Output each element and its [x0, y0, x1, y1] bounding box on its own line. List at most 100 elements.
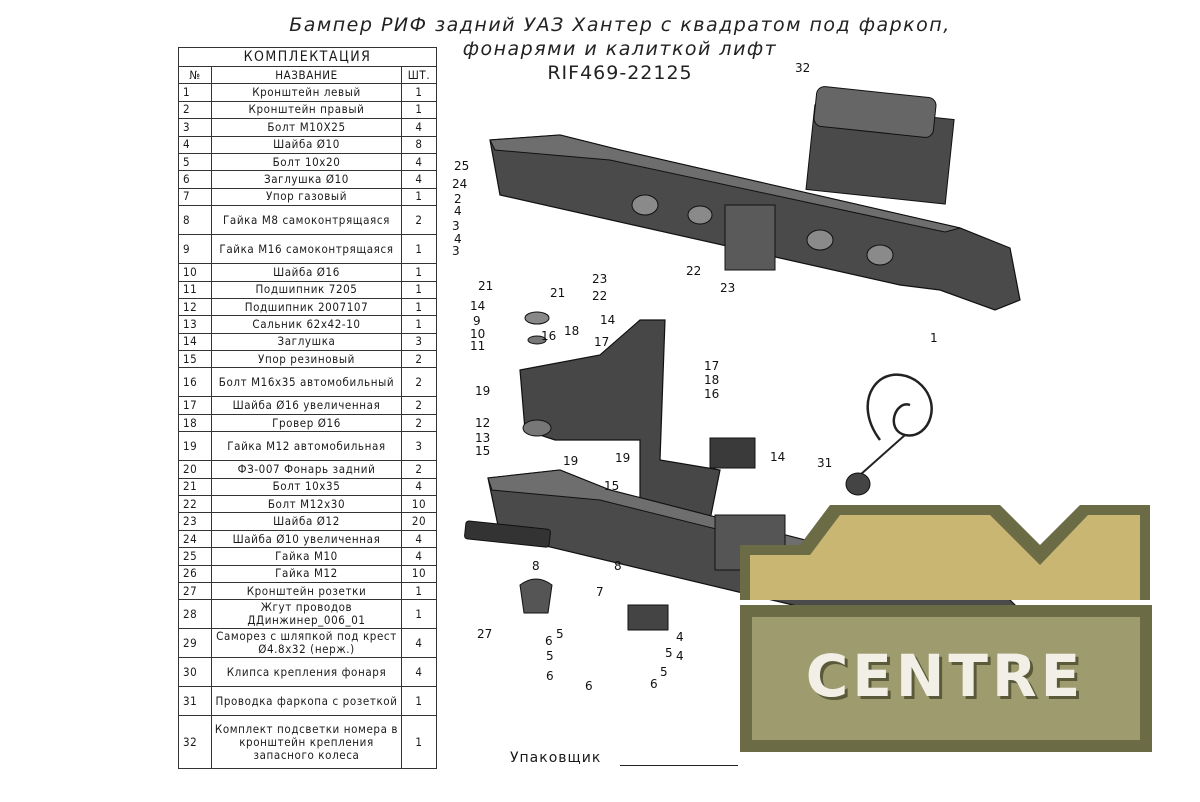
cell-qty: 1	[401, 187, 437, 207]
callout-label: 24	[452, 177, 467, 191]
callout-label: 31	[817, 456, 832, 470]
watermark-logo-text: CENTRE	[805, 642, 1085, 710]
callout-label: 22	[686, 264, 701, 278]
callout-label: 7	[596, 585, 604, 599]
cell-name: Гровер Ø16	[211, 413, 402, 433]
cell-qty: 2	[401, 350, 437, 369]
cell-num: 30	[178, 657, 212, 688]
packer-signature-line	[620, 765, 738, 766]
callout-label: 4	[676, 630, 684, 644]
callout-label: 10	[470, 327, 485, 341]
callout-label: 1	[930, 331, 938, 345]
drawing-subtitle: фонарями и калиткой лифт	[462, 38, 778, 60]
callout-label: 6	[546, 669, 554, 683]
cell-qty: 4	[401, 628, 437, 659]
cell-num: 15	[178, 350, 212, 369]
cell-num: 9	[178, 234, 212, 265]
callout-label: 14	[600, 313, 615, 327]
cell-qty: 1	[401, 686, 437, 717]
cell-num: 18	[178, 413, 212, 433]
callout-label: 32	[795, 61, 810, 75]
cell-num: 20	[178, 460, 212, 479]
cell-name: Кронштейн розетки	[211, 581, 402, 601]
callout-label: 18	[564, 324, 579, 338]
callout-label: 19	[615, 451, 630, 465]
spare-wheel-carrier	[519, 311, 756, 521]
callout-label: 3	[452, 244, 460, 258]
callout-label: 15	[475, 444, 490, 458]
callout-label: 13	[475, 431, 490, 445]
callout-label: 14	[770, 450, 785, 464]
callout-label: 4	[454, 204, 462, 218]
part-code: RIF469-22125	[547, 62, 693, 84]
callout-label: 21	[550, 286, 565, 300]
callout-label: 5	[556, 627, 564, 641]
cell-num: 8	[178, 205, 212, 236]
cell-num: 24	[178, 529, 212, 549]
cell-num: 31	[178, 686, 212, 717]
header-qty: ШТ.	[401, 65, 437, 85]
callout-label: 6	[545, 634, 553, 648]
cell-num: 27	[178, 581, 212, 601]
cell-num: 29	[178, 628, 212, 659]
cell-name: Комплект подсветки номера в кронштейн кр…	[211, 715, 402, 770]
callout-label: 2	[454, 192, 462, 206]
callout-label: 15	[604, 479, 619, 493]
callout-label: 23	[720, 281, 735, 295]
callout-label: 14	[470, 299, 485, 313]
cell-name: Упор газовый	[211, 187, 402, 207]
cell-qty: 1	[401, 234, 437, 265]
cell-qty: 1	[401, 715, 437, 770]
cell-name: Клипса крепления фонаря	[211, 657, 402, 688]
callout-label: 5	[660, 665, 668, 679]
callout-label: 5	[546, 649, 554, 663]
callout-label: 6	[650, 677, 658, 691]
callout-label: 8	[614, 559, 622, 573]
cell-qty: 3	[401, 431, 437, 462]
callout-label: 12	[475, 416, 490, 430]
callout-label: 18	[704, 373, 719, 387]
callout-label: 19	[563, 454, 578, 468]
callout-label: 25	[454, 159, 469, 173]
callout-label: 16	[541, 329, 556, 343]
callout-label: 3	[452, 219, 460, 233]
cell-num: 28	[178, 599, 212, 630]
cell-name: Гайка М8 самоконтрящаяся	[211, 205, 402, 236]
bumper-upper	[489, 86, 1021, 311]
cell-name: Заглушка	[211, 332, 402, 352]
cell-qty: 4	[401, 170, 437, 189]
drawing-title: Бампер РИФ задний УАЗ Хантер с квадратом…	[289, 14, 951, 36]
cell-name: Болт 10х35	[211, 477, 402, 497]
watermark-logo	[740, 505, 1152, 752]
callout-label: 17	[704, 359, 719, 373]
cell-qty: 2	[401, 205, 437, 236]
callout-label: 27	[477, 627, 492, 641]
cell-qty: 2	[401, 367, 437, 398]
callout-label: 8	[532, 559, 540, 573]
cell-name: Упор резиновый	[211, 350, 402, 369]
table-caption: КОМПЛЕКТАЦИЯ	[178, 47, 437, 67]
cell-qty: 2	[401, 413, 437, 433]
callout-label: 6	[585, 679, 593, 693]
cell-name: Гайка М12 автомобильная	[211, 431, 402, 462]
cell-name: Подшипник 7205	[211, 280, 402, 299]
cell-name: Саморез с шляпкой под крест Ø4.8х32 (нер…	[211, 628, 402, 659]
callout-label: 16	[704, 387, 719, 401]
